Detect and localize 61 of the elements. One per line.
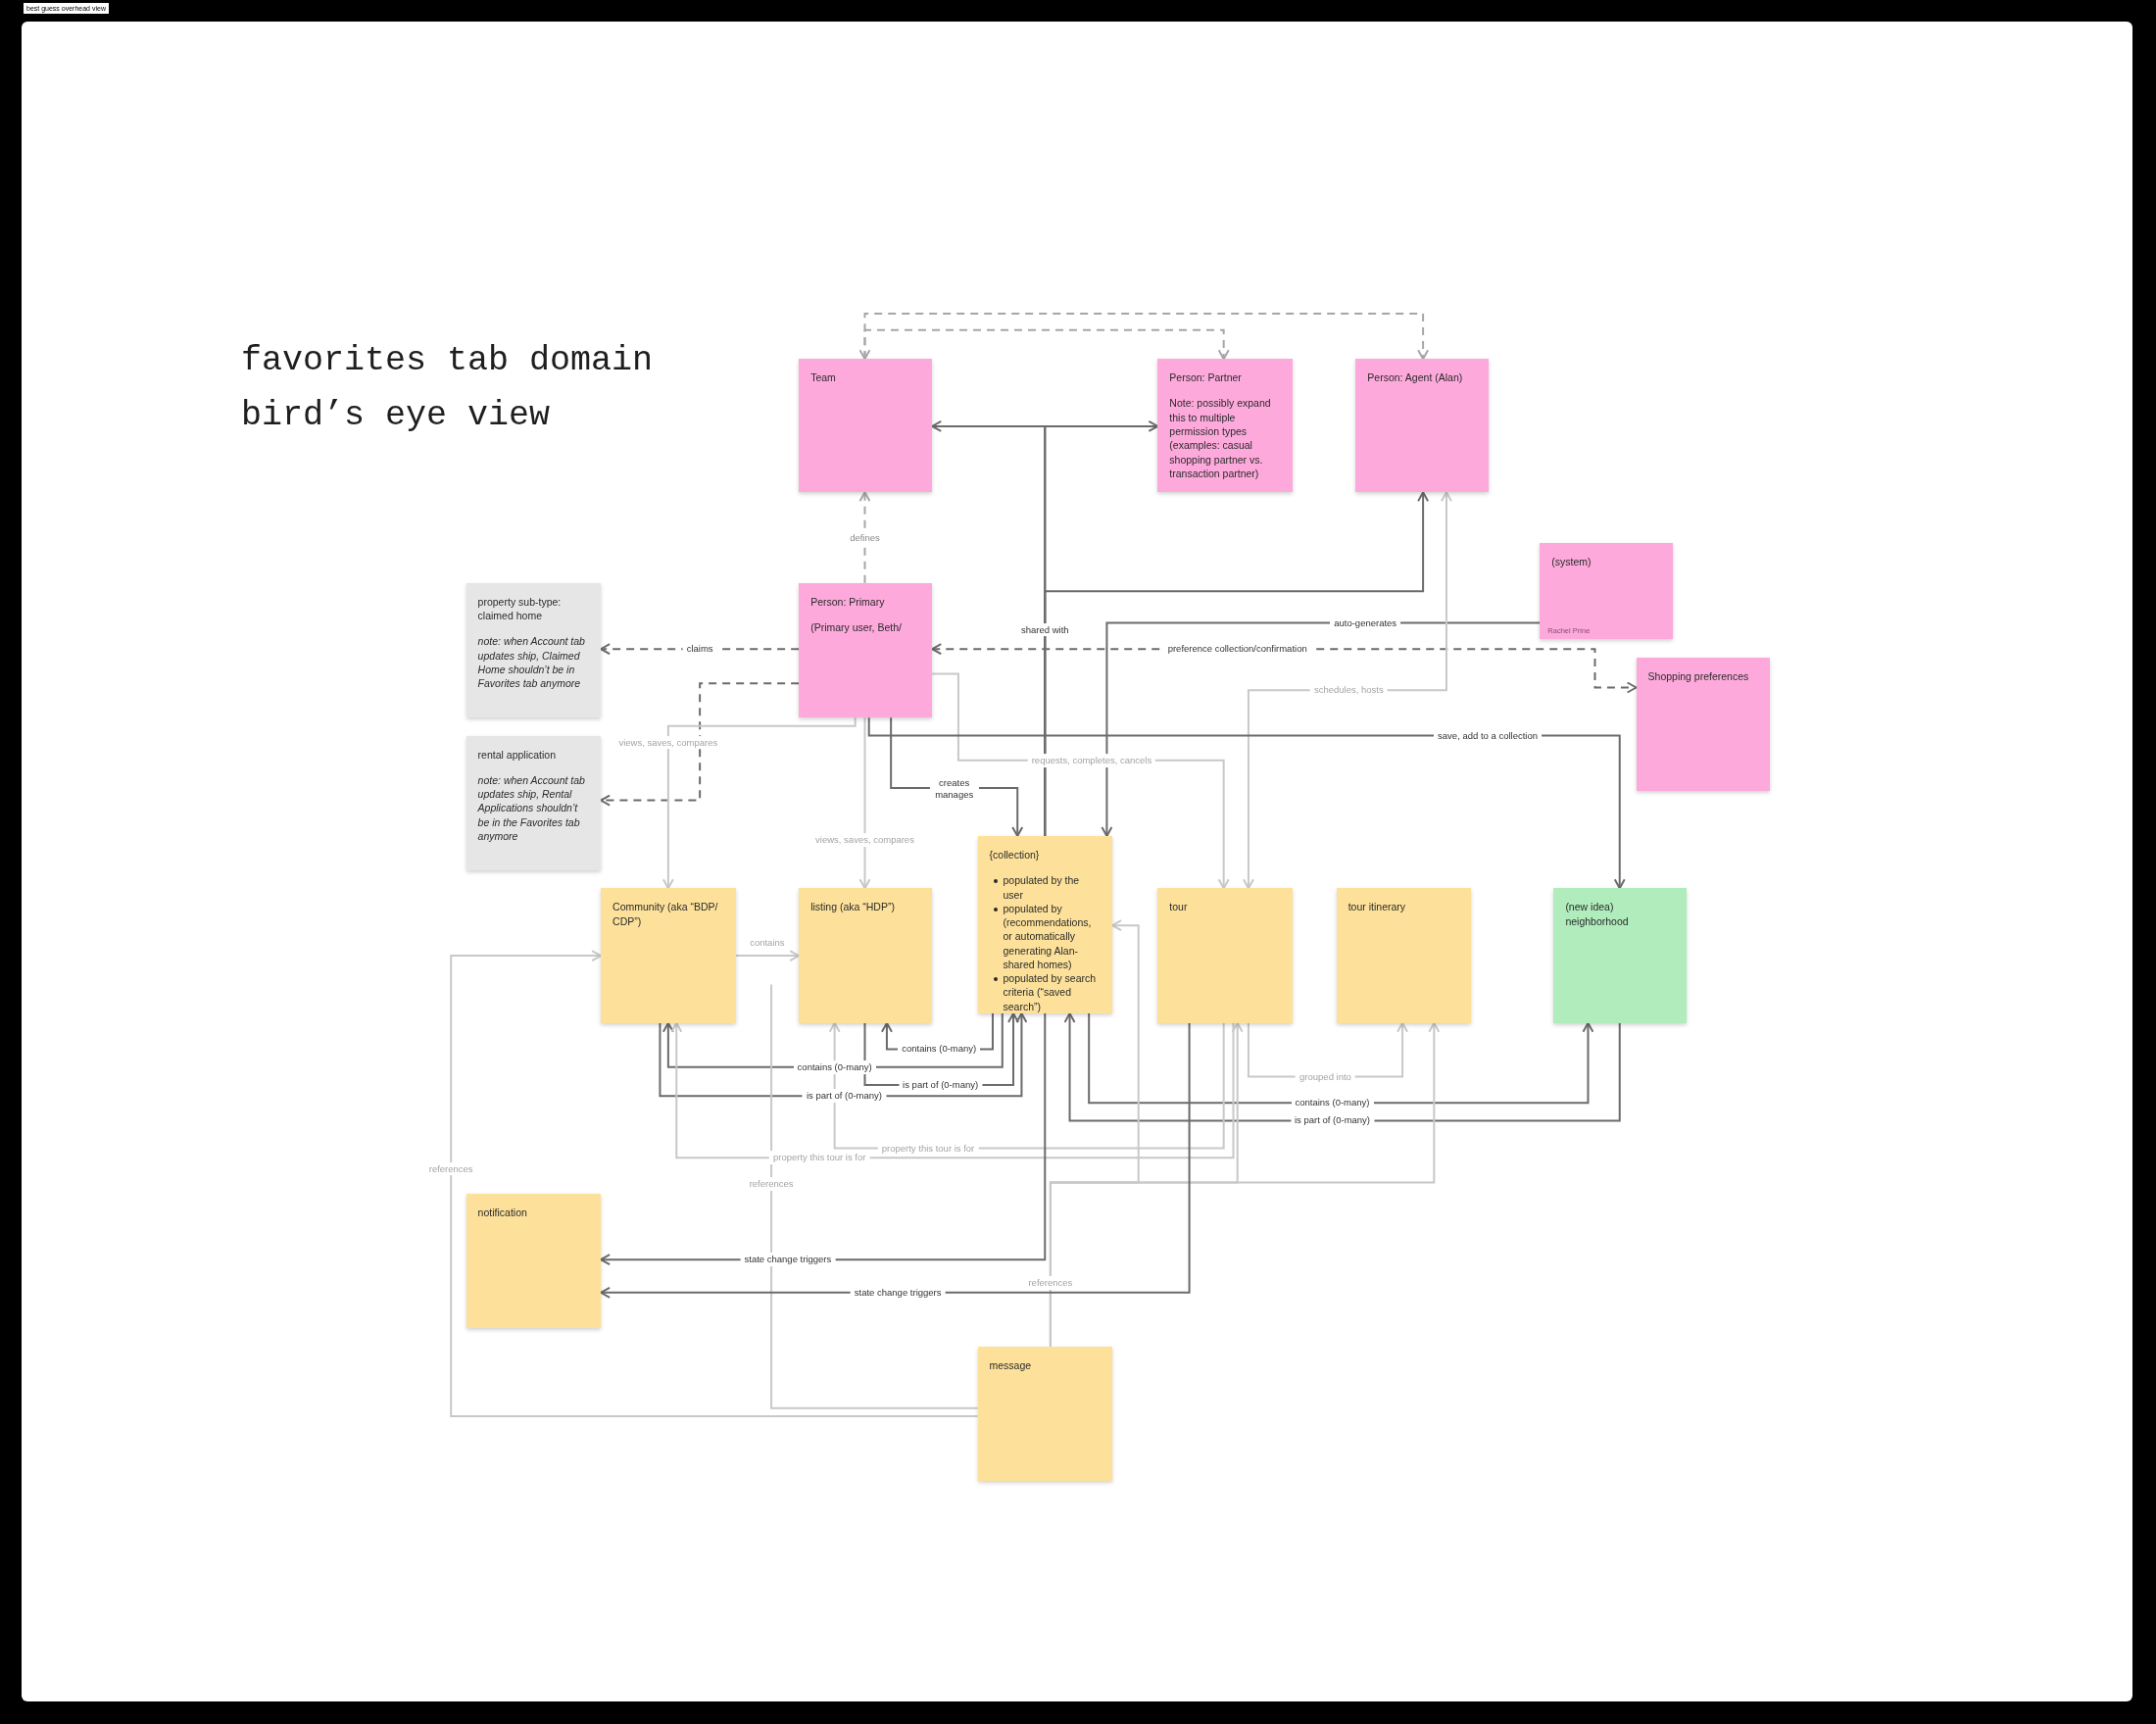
sticky-note: [1355, 359, 1490, 493]
sticky-note: [1553, 888, 1688, 1023]
sticky-note: [1336, 888, 1472, 1023]
note-heading: message: [989, 1357, 1033, 1372]
edge-label: contains (0-many): [1291, 1096, 1374, 1110]
sticky-note: [1157, 359, 1293, 493]
note-heading: Shopping preferences: [1647, 668, 1750, 683]
note-text: note: when Account tab updates ship, Claimed Home shouldn’t be in Favorites tab anymore: [477, 634, 586, 691]
sticky-note: [1636, 657, 1770, 791]
note-heading: Person: Partner: [1169, 370, 1243, 385]
note-text: (Primary user, Beth/: [810, 620, 903, 635]
note-heading: rental application: [477, 747, 557, 762]
sticky-note: [466, 1193, 602, 1329]
arrow: [600, 682, 801, 807]
note-heading: (new idea) neighborhood: [1565, 900, 1630, 928]
bullet-item: populated by (recommendations, or automatically generating Alan-shared homes): [989, 901, 1101, 972]
sticky-note: [1540, 543, 1674, 640]
sticky-note: [977, 836, 1112, 1013]
note-text: Note: possibly expand this to multiple permission types (examples: casual shopping partner vs. transaction partner): [1169, 396, 1272, 481]
arrow: [1044, 491, 1430, 837]
arrow: [662, 716, 857, 890]
sticky-note: [601, 888, 736, 1023]
note-heading: Community (aka “BDP/ CDP”): [612, 900, 719, 928]
edge-label: is part of (0-many): [899, 1078, 983, 1092]
note-heading: tour itinerary: [1348, 900, 1407, 914]
edge-label: contains (0-many): [898, 1042, 981, 1057]
edge-label: state change triggers: [740, 1253, 836, 1267]
sticky-note: [1157, 888, 1293, 1023]
arrow: [450, 950, 979, 1418]
note-heading: Person: Agent (Alan): [1367, 370, 1464, 385]
note-heading: property sub-type: claimed home: [477, 594, 563, 623]
note-heading: Team: [810, 370, 837, 385]
note-heading: {collection}: [989, 848, 1041, 862]
note-heading: tour: [1169, 900, 1189, 914]
edge-label: preference collection/confirmation: [1163, 642, 1311, 657]
arrow: [858, 491, 871, 584]
edge-label: property this tour is for: [768, 1151, 870, 1165]
sticky-note: [466, 735, 602, 871]
arrow: [600, 1021, 1191, 1299]
note-heading: listing (aka “HDP”): [810, 900, 896, 914]
sticky-note: [799, 582, 933, 718]
note-heading: (system): [1551, 555, 1592, 569]
sticky-note: [466, 582, 602, 718]
diagram-title: favorites tab domain bird’s eye view: [241, 340, 655, 437]
arrow: [734, 950, 801, 962]
arrow: [858, 716, 871, 890]
sticky-note: [799, 888, 933, 1023]
arrow: [863, 328, 1230, 361]
note-text: note: when Account tab updates ship, Rental Applications shouldn’t be in the Favorites tab anymore: [477, 772, 586, 844]
arrow: [858, 312, 1430, 361]
edge-label: schedules, hosts: [1309, 683, 1388, 698]
bullet-item: populated by search criteria (“saved search”): [989, 971, 1101, 1013]
sticky-note: [977, 1346, 1112, 1481]
edge-label: is part of (0-many): [802, 1089, 886, 1104]
edge-label: is part of (0-many): [1290, 1113, 1375, 1128]
note-heading: notification: [477, 1205, 528, 1220]
arrow: [1049, 1021, 1441, 1348]
note-heading: Person: Primary: [810, 594, 886, 610]
arrow: [1063, 1012, 1621, 1122]
connector-line: [770, 983, 979, 1409]
sticky-note: [799, 359, 933, 493]
